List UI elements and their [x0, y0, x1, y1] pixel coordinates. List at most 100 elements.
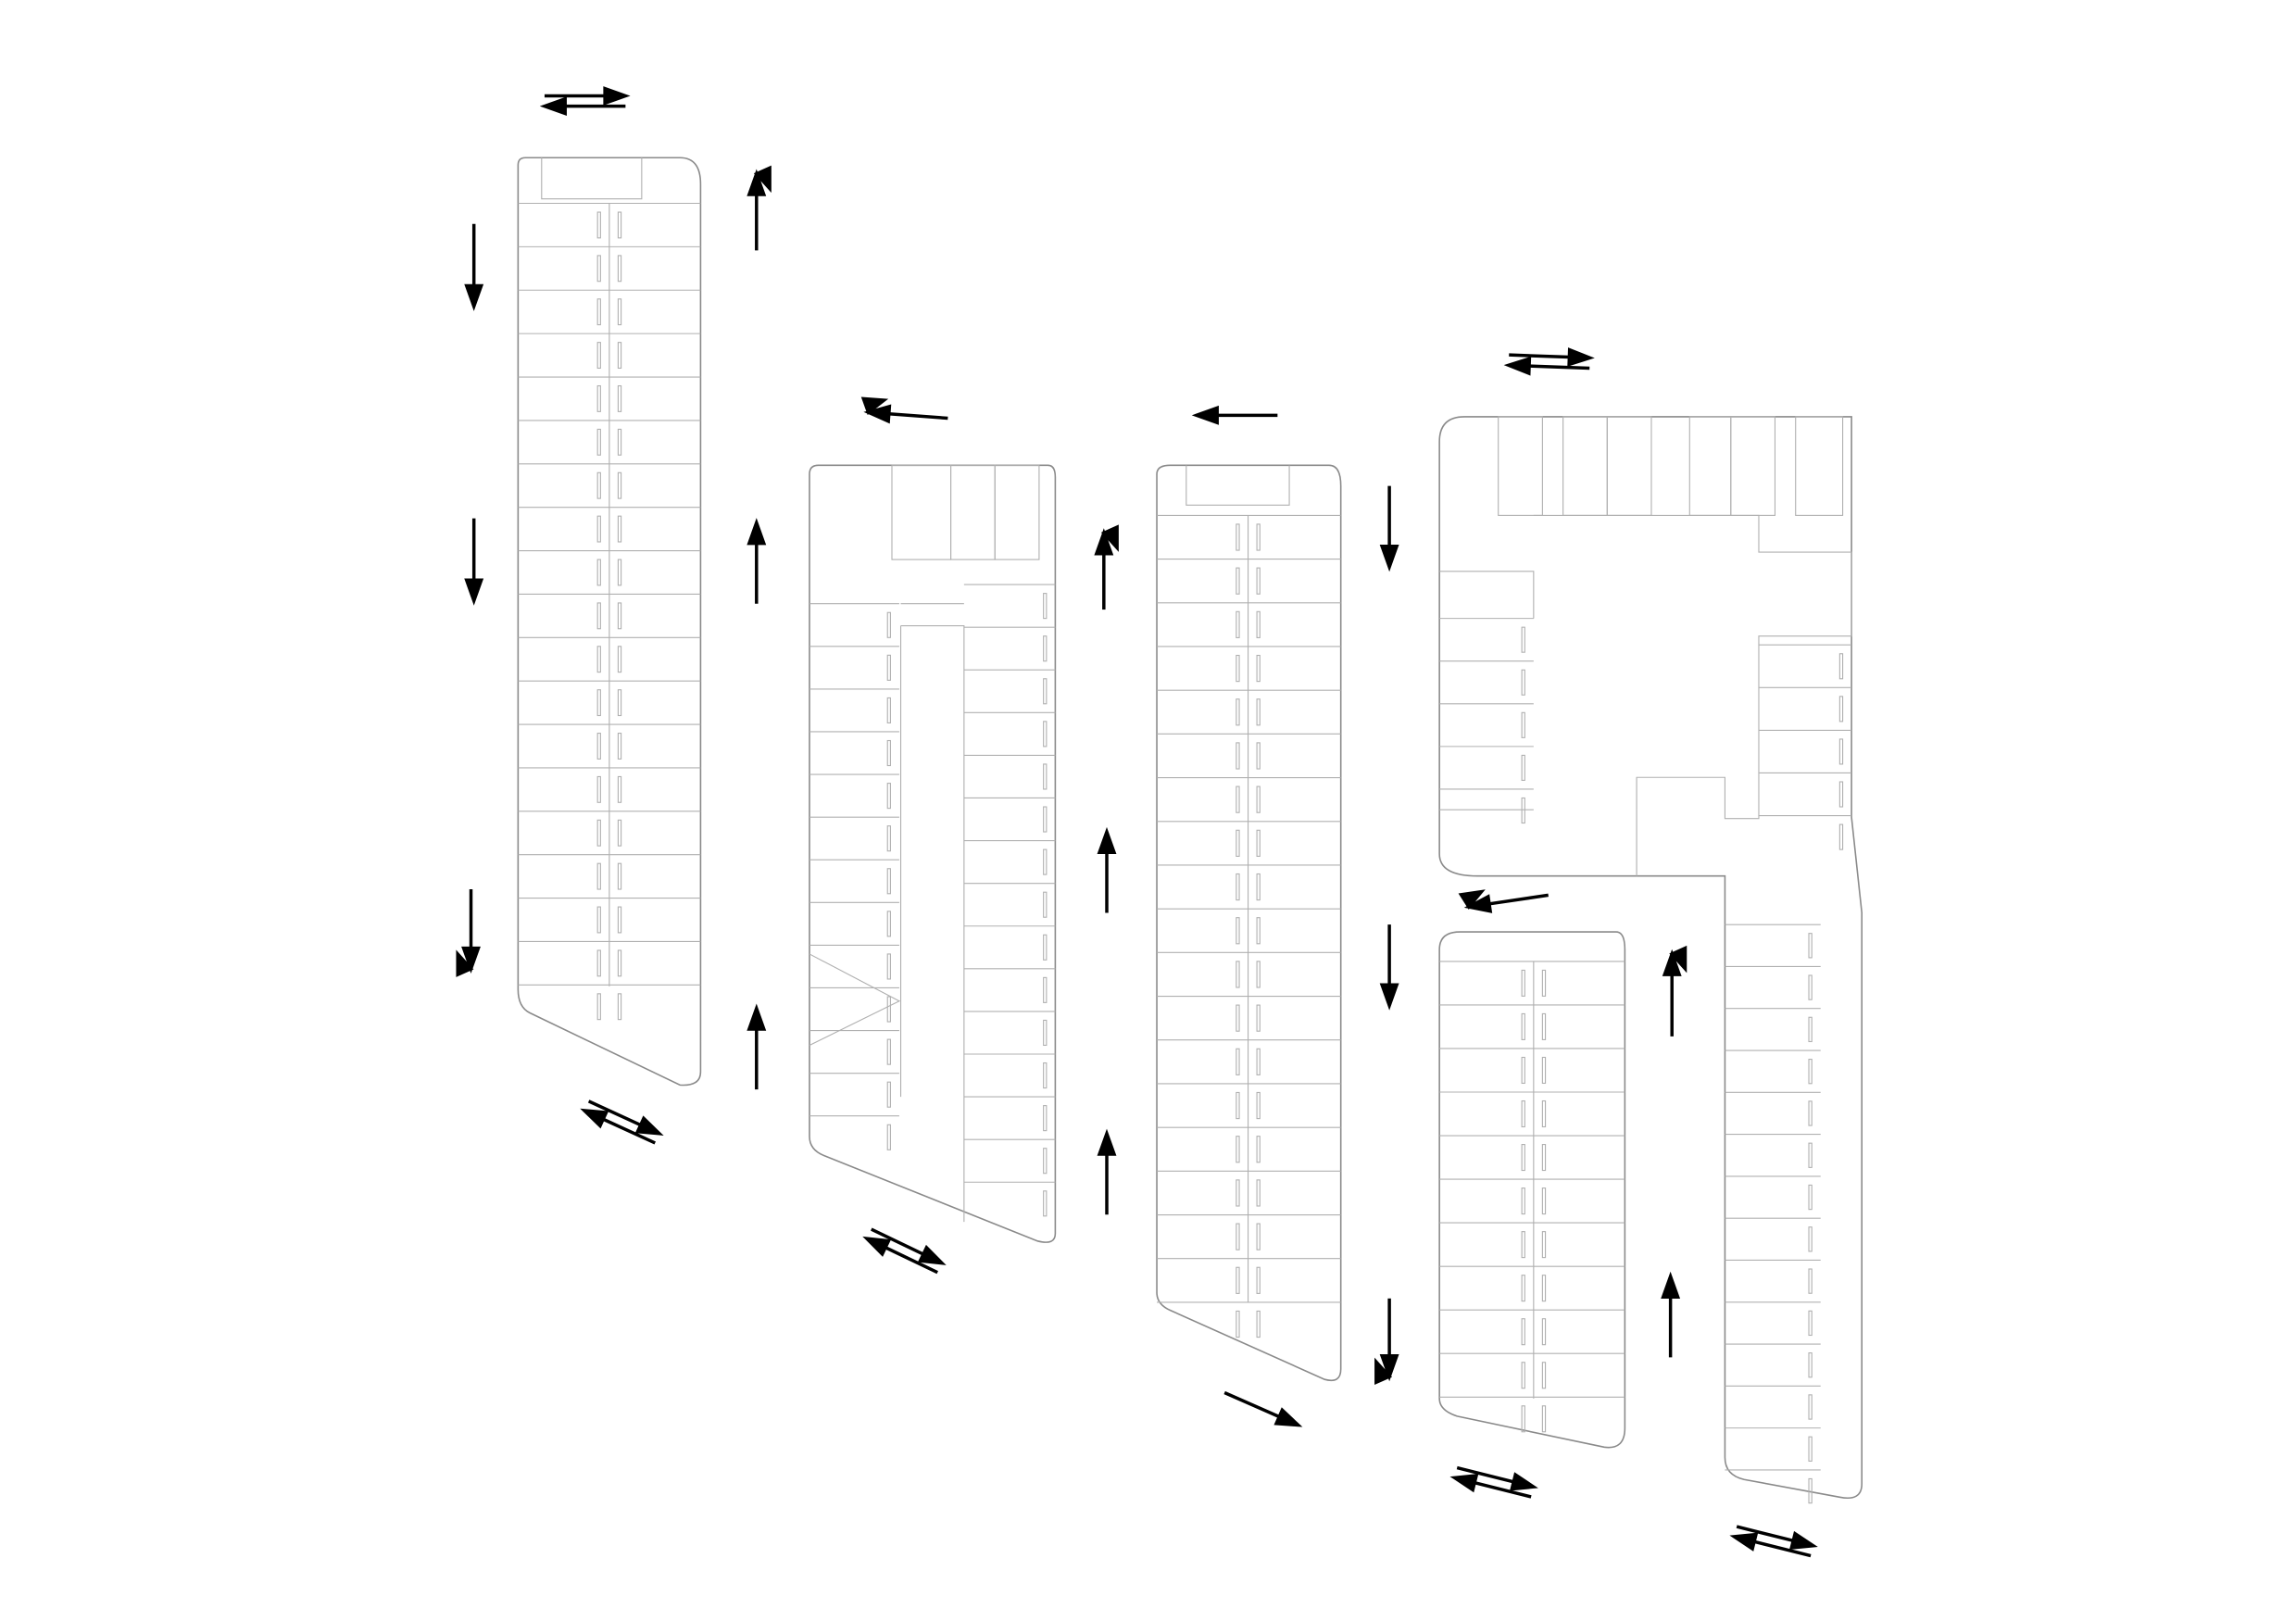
wheel-stop	[1808, 1059, 1813, 1085]
turn-arrow-icon	[747, 165, 772, 251]
wheel-stop	[886, 825, 891, 852]
wheel-stop	[1541, 1056, 1547, 1085]
wheel-stop	[617, 298, 622, 326]
wheel-stop	[1256, 654, 1261, 683]
wheel-stop	[1808, 933, 1813, 959]
arrow-head	[1094, 528, 1114, 556]
two-way-arrow-icon	[862, 1227, 947, 1275]
two-way-arrow-icon	[1729, 1525, 1818, 1558]
wheel-stop	[1521, 969, 1525, 997]
arrow-head	[1097, 1128, 1117, 1156]
wheel-stop	[1236, 1136, 1240, 1163]
wheel-stop	[596, 342, 601, 370]
wheel-stop	[1838, 696, 1844, 723]
wheel-stop	[1808, 1436, 1813, 1462]
wheel-stop	[1236, 567, 1240, 595]
arrow-turn-tab	[860, 396, 889, 416]
arrow-head	[747, 1003, 767, 1031]
arrow-turn-tab	[753, 165, 772, 194]
wheel-stop	[1236, 917, 1240, 945]
wheel-stop	[596, 949, 601, 977]
wheel-stop	[1256, 917, 1261, 945]
wheel-stop	[596, 775, 601, 803]
arrow-shaft	[870, 1227, 924, 1256]
wheel-stop	[596, 689, 601, 717]
wheel-stop	[1808, 1142, 1813, 1168]
wheel-stop	[1236, 1091, 1240, 1120]
turn-arrow-icon	[1374, 1298, 1399, 1386]
wheel-stop	[1838, 653, 1844, 680]
wheel-stop	[1541, 969, 1547, 997]
building-outline	[1438, 931, 1626, 1449]
arrow-head	[862, 1236, 892, 1257]
wheel-stop	[1808, 1184, 1813, 1211]
wheel-stop	[617, 471, 622, 499]
wheel-stop	[1521, 1012, 1525, 1040]
parking-bay	[950, 464, 996, 560]
straight-arrow-icon	[1661, 1271, 1681, 1358]
wheel-stop	[1043, 593, 1048, 620]
straight-arrow-icon	[1191, 405, 1278, 425]
wheel-stop	[596, 515, 601, 543]
arrow-shaft	[885, 1246, 938, 1275]
wheel-stop	[1256, 1091, 1261, 1120]
wheel-stop	[1521, 797, 1525, 824]
wheel-stop	[1043, 1148, 1048, 1175]
straight-arrow-icon	[464, 518, 484, 606]
parking-bay	[891, 464, 952, 560]
arrow-head	[747, 518, 767, 546]
service-core	[809, 603, 965, 1223]
wheel-stop	[886, 996, 891, 1023]
wheel-stop	[1256, 523, 1261, 551]
arrow-head	[539, 96, 567, 117]
wheel-stop	[886, 654, 891, 681]
wheel-stop	[617, 993, 622, 1021]
wheel-stop	[1541, 1144, 1547, 1172]
wheel-stop	[1521, 1362, 1525, 1389]
wheel-stop	[1838, 781, 1844, 808]
wheel-stop	[1236, 698, 1240, 726]
arrow-head	[1662, 949, 1682, 976]
wheel-stop	[1838, 823, 1844, 850]
wheel-stop	[596, 819, 601, 847]
turn-arrow-icon	[860, 396, 948, 424]
arrow-head	[1661, 1271, 1681, 1299]
wheel-stop	[1541, 1100, 1547, 1128]
arrow-turn-tab	[456, 949, 474, 977]
two-way-arrow-icon	[580, 1100, 664, 1145]
arrow-head	[1463, 894, 1493, 913]
straight-arrow-icon	[1223, 1390, 1303, 1427]
wheel-stop	[1256, 829, 1261, 857]
turn-arrow-icon	[1094, 524, 1119, 610]
turn-arrow-icon	[456, 889, 481, 977]
parking-bay	[1730, 416, 1776, 516]
arrow-shaft	[1509, 353, 1570, 359]
wheel-stop	[1521, 1056, 1525, 1085]
wheel-stop	[1043, 848, 1048, 875]
arrow-head	[1449, 1474, 1479, 1493]
wheel-stop	[886, 697, 891, 724]
arrow-head	[1097, 826, 1117, 855]
wheel-stop	[617, 906, 622, 934]
wheel-stop	[617, 819, 622, 847]
wheel-stop	[1236, 742, 1240, 770]
wheel-stop	[1043, 934, 1048, 961]
wheel-stop	[1541, 1012, 1547, 1040]
straight-arrow-icon	[747, 1003, 767, 1090]
wheel-stop	[617, 559, 622, 586]
arrow-head	[464, 578, 484, 606]
two-way-arrow-icon	[539, 86, 631, 117]
wheel-stop	[1256, 1048, 1261, 1075]
wheel-stop	[886, 911, 891, 937]
wheel-stop	[617, 515, 622, 543]
arrow-shaft	[1488, 893, 1549, 906]
wheel-stop	[1521, 1100, 1525, 1128]
arrow-head	[603, 86, 631, 106]
wheel-stop	[1043, 635, 1048, 662]
building-blocks	[517, 157, 1863, 1504]
wheel-stop	[1521, 1144, 1525, 1172]
wheel-stop	[1043, 763, 1048, 790]
arrow-shaft	[587, 1100, 642, 1127]
arrow-head	[461, 946, 481, 974]
